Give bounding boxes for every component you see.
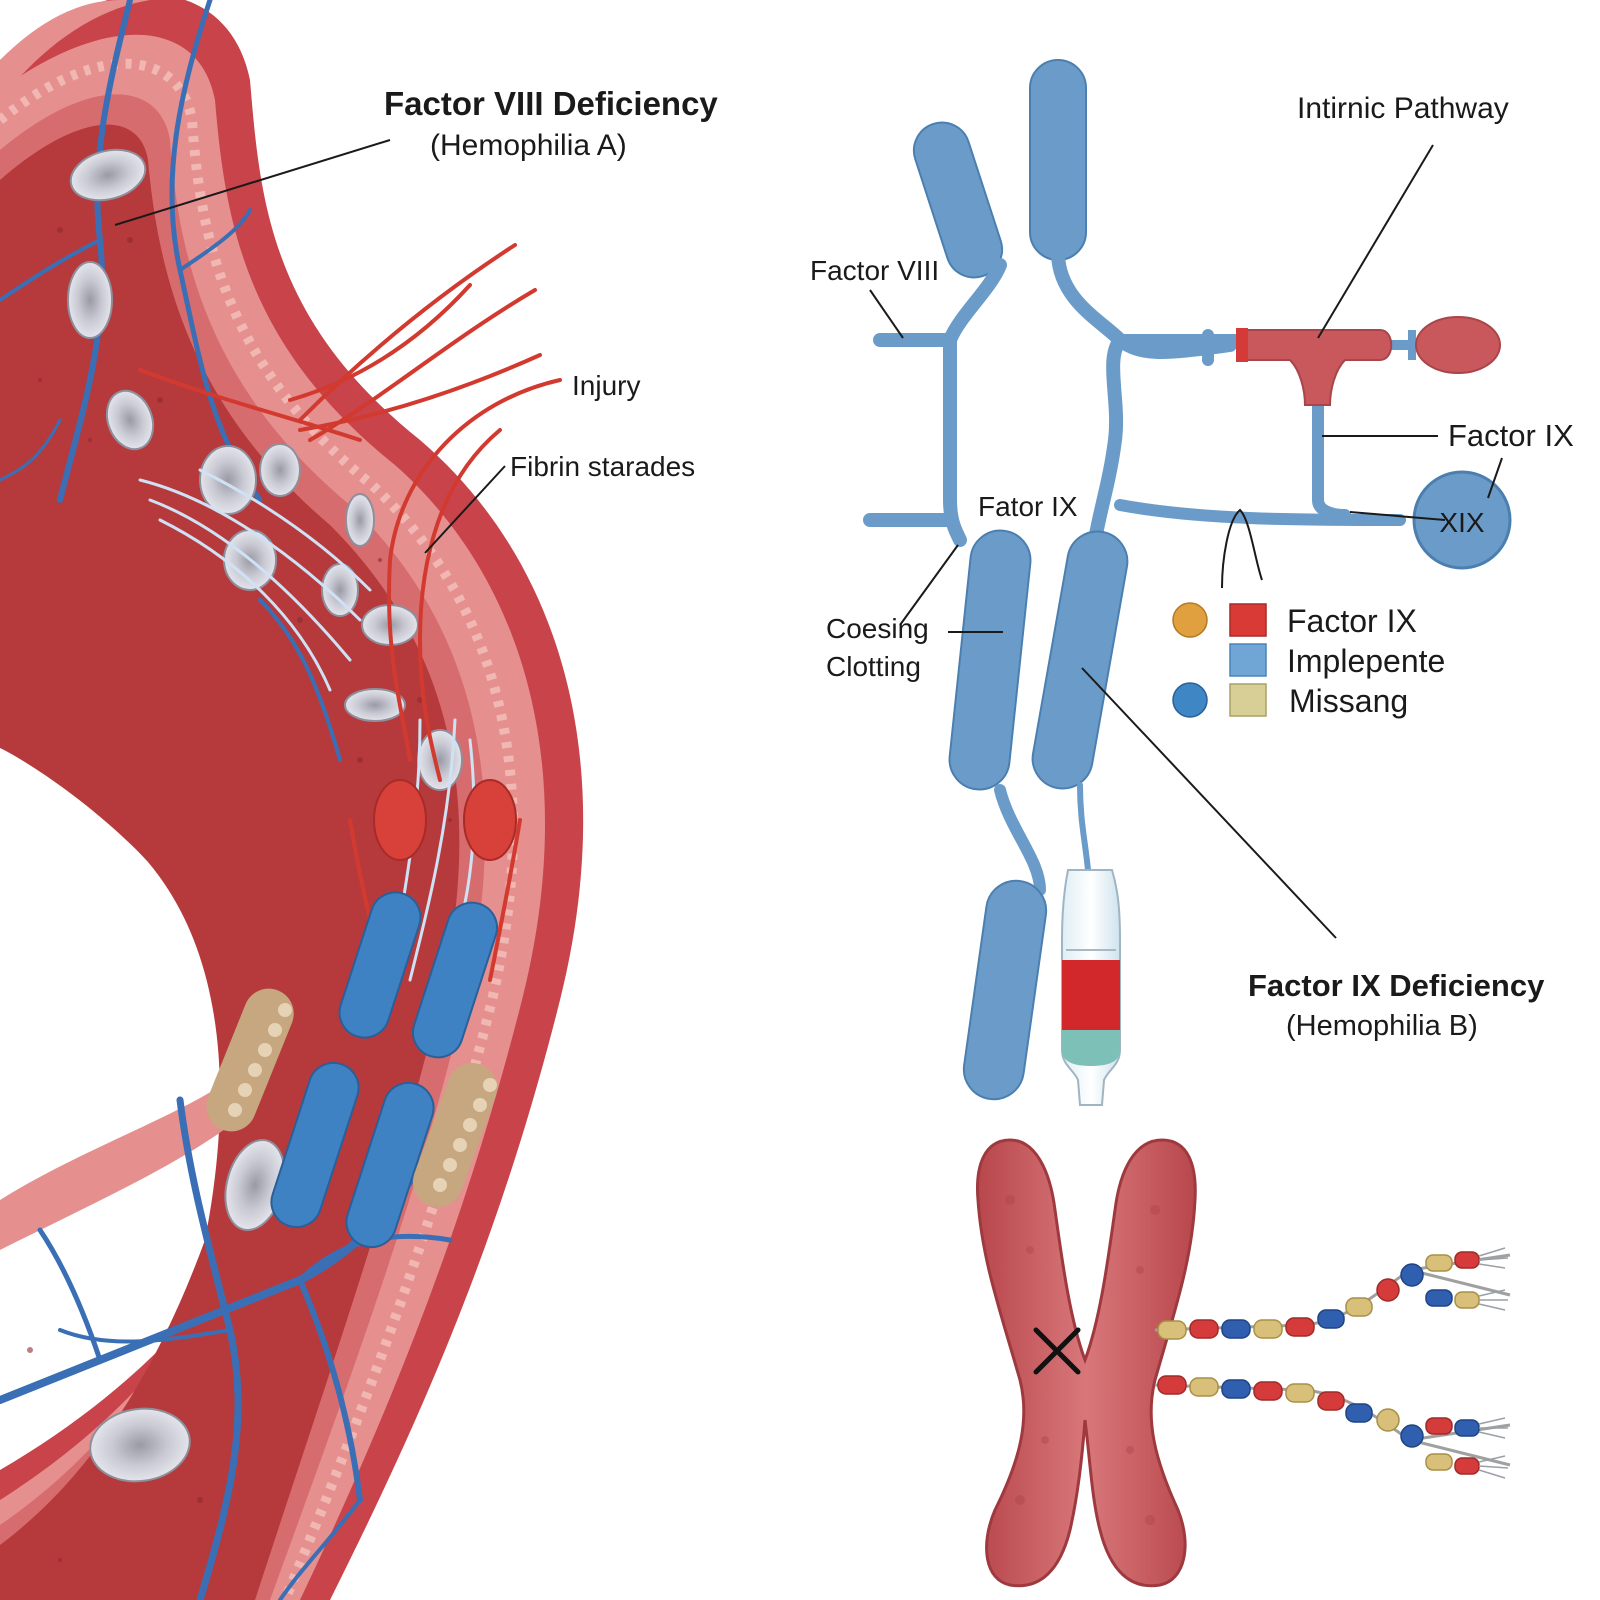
legend-swatch-blue	[1229, 643, 1267, 677]
factor-viii-leader-line	[114, 139, 391, 226]
legend-item-factor-ix: Factor IX	[1172, 602, 1417, 639]
injury-strands	[138, 243, 562, 982]
clotting-label: Clotting	[826, 651, 921, 682]
xix-node	[1412, 470, 1512, 570]
pathway-link-junction	[1114, 329, 1246, 366]
vessel-lower-band	[0, 1080, 250, 1250]
legend-label-missang: Missang	[1289, 683, 1408, 719]
blue-vessel-network	[0, 0, 453, 1600]
legend-dot-orange	[1172, 602, 1208, 638]
injury-label: Injury	[572, 370, 640, 401]
legend-item-implepente: Implepente	[1229, 643, 1445, 679]
pathway-capsule-e	[962, 879, 1048, 1101]
pathway-capsule-d	[1031, 530, 1129, 790]
intrinsic-leader-line	[1317, 144, 1434, 339]
legend-item-missang: Missang	[1172, 682, 1408, 719]
fibrin-leader-line	[424, 465, 506, 554]
pathway-red-marker	[1236, 328, 1248, 362]
legend-dot-blue	[1172, 682, 1208, 718]
granule-deposits	[206, 988, 498, 1207]
legend-label-implepente: Implepente	[1287, 643, 1445, 679]
coesing-leader-line	[899, 544, 959, 626]
intrinsic-pathway-node	[1239, 329, 1393, 406]
pathway-link-bottom	[1114, 499, 1406, 526]
vessel-upper-edge	[0, 0, 150, 100]
pathway-blue-marker	[1408, 330, 1416, 360]
fator-ix-label: Fator IX	[978, 491, 1078, 522]
vessel-wall-texture	[0, 58, 518, 1600]
x-mark-icon	[1033, 1327, 1081, 1375]
blood-vial-icon	[1061, 869, 1121, 1106]
fibrin-strands-label: Fibrin starades	[510, 451, 695, 482]
factor-viii-deficiency-title: Factor VIII Deficiency	[384, 85, 718, 122]
factor-viii-label: Factor VIII	[810, 255, 939, 286]
dna-strands	[1154, 1247, 1511, 1479]
pathway-capsule-b	[1029, 59, 1087, 261]
x-chromosome-icon	[975, 1138, 1197, 1588]
pathway-link-right	[1312, 389, 1351, 521]
blood-vessel	[0, 0, 584, 1600]
factor-rods	[270, 891, 498, 1249]
factor-ix-deficiency-title: Factor IX Deficiency	[1248, 968, 1545, 1003]
platelet-clot-right	[463, 779, 517, 861]
pathway-link-lower	[994, 784, 1046, 896]
vessel-lumen	[0, 124, 460, 1600]
factor-ix-deficiency-leader	[1081, 667, 1337, 939]
pathway-bracket	[1221, 508, 1263, 589]
xix-inner-leader	[1349, 511, 1446, 521]
platelet-clot-left	[373, 779, 427, 861]
vessel-speckles	[27, 227, 452, 1562]
pathway-link-to-vial	[1077, 782, 1091, 873]
hemophilia-a-subtitle: (Hemophilia A)	[430, 129, 627, 162]
pathway-capsule-a	[912, 121, 1004, 279]
hemophilia-b-subtitle: (Hemophilia B)	[1286, 1010, 1478, 1042]
pathway-red-terminal	[1415, 316, 1501, 374]
legend: Factor IX Implepente Missang	[1172, 602, 1445, 719]
legend-swatch-red	[1229, 603, 1267, 637]
coesing-label: Coesing	[826, 613, 929, 644]
factor-viii-pathway-leader	[869, 289, 904, 339]
intrinsic-pathway-label: Intirnic Pathway	[1297, 92, 1509, 125]
pathway-link-inner	[1088, 333, 1127, 547]
factor-ix-label: Factor IX	[1448, 418, 1574, 453]
xix-leader-line	[1487, 457, 1503, 499]
pathway-capsule-c	[948, 529, 1032, 791]
xix-label: XIX	[1439, 507, 1484, 538]
legend-label-factor-ix: Factor IX	[1287, 603, 1417, 639]
coagulation-pathway	[863, 59, 1512, 1106]
legend-swatch-khaki	[1229, 683, 1267, 717]
